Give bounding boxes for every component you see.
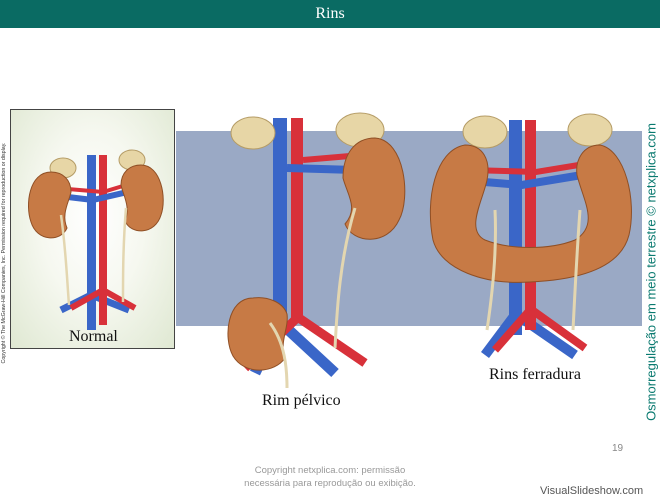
watermark: VisualSlideshow.com xyxy=(540,485,644,497)
copyright-vertical-text: Copyright © The McGraw-Hill Companies, I… xyxy=(1,142,7,364)
normal-kidney-illustration xyxy=(28,149,164,330)
vena-cava xyxy=(509,120,522,335)
ureter xyxy=(268,322,289,389)
copyright-vertical: Copyright © The McGraw-Hill Companies, I… xyxy=(0,112,10,394)
left-kidney xyxy=(28,171,72,239)
adrenal-gland xyxy=(230,116,276,150)
pelvic-kidney xyxy=(227,297,288,371)
normal-label: Normal xyxy=(69,328,118,345)
horseshoe-kidney xyxy=(429,144,632,283)
vena-cava xyxy=(87,155,96,330)
aorta xyxy=(525,120,536,330)
slide-title: Rins xyxy=(0,0,660,28)
normal-kidney-panel: Normal xyxy=(10,109,175,349)
aorta xyxy=(291,118,303,323)
footer-line-1: Copyright netxplica.com: permissão xyxy=(254,465,406,476)
adrenal-gland xyxy=(567,113,613,147)
horseshoe-kidney-label: Rins ferradura xyxy=(489,366,581,383)
side-caption: Osmorregulação em meio terrestre © netxp… xyxy=(641,123,660,421)
pelvic-kidney-illustration xyxy=(227,112,406,389)
side-caption-text: Osmorregulação em meio terrestre © netxp… xyxy=(643,122,659,421)
pelvic-kidney-label: Rim pélvico xyxy=(262,392,341,409)
ureter xyxy=(121,207,128,303)
page-number: 19 xyxy=(612,443,624,454)
adrenal-gland xyxy=(462,115,508,149)
right-kidney xyxy=(342,137,406,240)
horseshoe-kidney-illustration xyxy=(429,113,632,360)
ureter xyxy=(571,209,582,331)
ureter xyxy=(485,209,498,331)
vena-cava xyxy=(273,118,287,328)
right-kidney xyxy=(120,164,164,232)
aorta xyxy=(99,155,107,325)
background-band xyxy=(176,131,642,326)
ureter xyxy=(333,207,357,349)
footer-line-2: necessária para reprodução ou exibição. xyxy=(244,478,416,489)
ureter xyxy=(59,214,71,306)
